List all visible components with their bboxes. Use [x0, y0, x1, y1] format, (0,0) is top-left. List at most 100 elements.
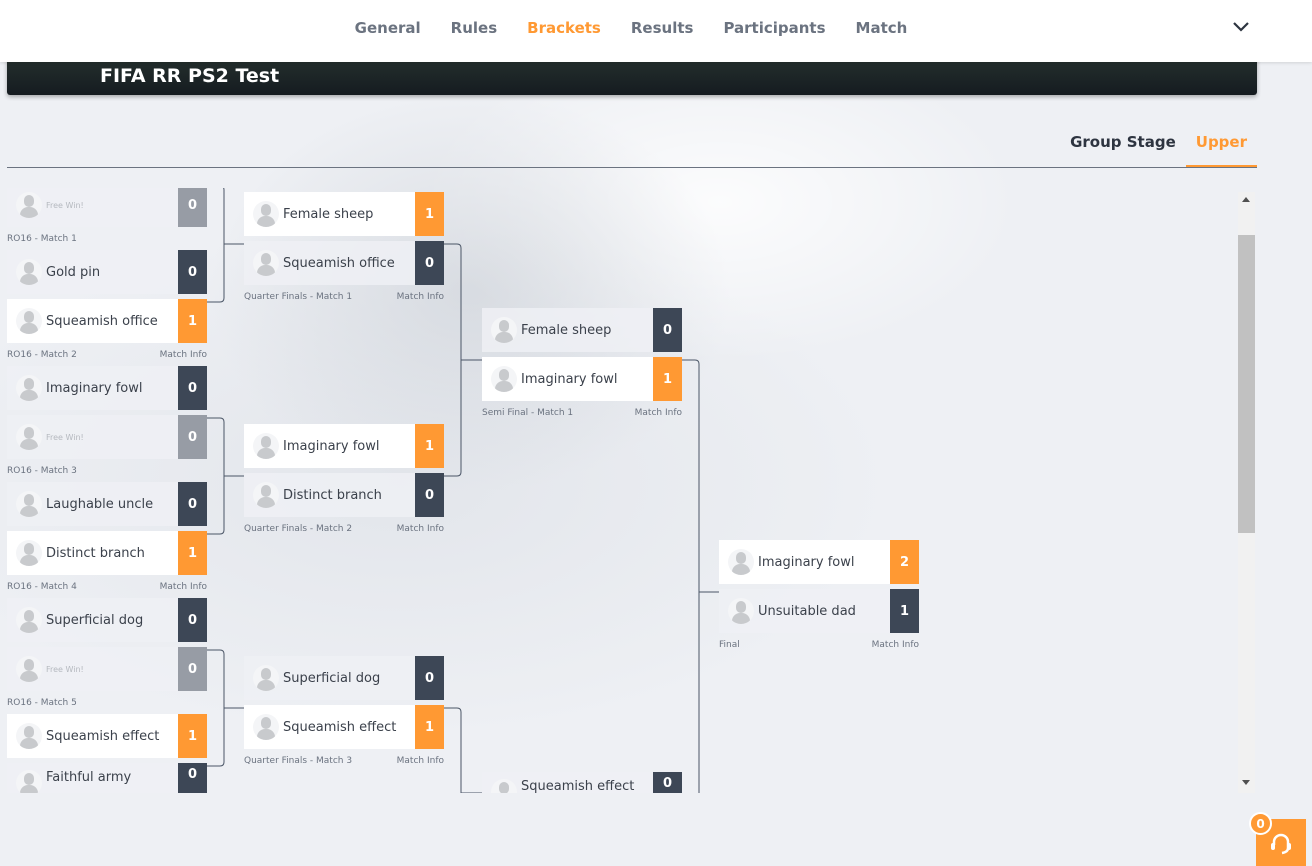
nav-participants[interactable]: Participants — [723, 19, 826, 37]
connector-line — [682, 359, 719, 793]
avatar-icon — [16, 770, 42, 793]
match-info-link[interactable]: Match Info — [396, 756, 444, 766]
scrollbar[interactable] — [1238, 192, 1255, 793]
match-info-link[interactable]: Match Info — [871, 640, 919, 650]
avatar-icon — [16, 192, 42, 218]
participant-name: Female sheep — [521, 322, 612, 338]
score: 0 — [178, 250, 207, 294]
participant-name: Imaginary fowl — [521, 371, 618, 387]
participant-name: Free Win! — [46, 432, 84, 442]
participant-row[interactable]: Female sheep 0 — [482, 308, 682, 352]
match-info-link[interactable]: Match Info — [634, 408, 682, 418]
connector-line — [207, 649, 244, 767]
match-name: RO16 - Match 2 — [7, 350, 77, 360]
tab-group-stage[interactable]: Group Stage — [1070, 133, 1176, 151]
participant-row[interactable]: Free Win!0 — [7, 415, 207, 459]
match-name: Final — [719, 640, 740, 650]
avatar-icon — [491, 779, 517, 793]
avatar-icon — [16, 424, 42, 450]
background-image — [0, 62, 1312, 802]
support-button[interactable] — [1256, 819, 1306, 866]
score: 0 — [178, 763, 207, 793]
event-title: FIFA RR PS2 Test — [100, 65, 280, 87]
match-label: RO16 - Match 1 — [7, 234, 207, 244]
score: 1 — [415, 424, 444, 468]
participant-name: Squeamish office — [46, 313, 158, 329]
match-info-link[interactable]: Match Info — [159, 582, 207, 592]
connector-line — [444, 707, 482, 793]
participant-row[interactable]: Free Win! 0 — [7, 647, 207, 691]
score: 0 — [178, 482, 207, 526]
participant-name: Free Win! — [46, 664, 84, 674]
avatar-icon — [16, 308, 42, 334]
avatar-icon — [728, 598, 754, 624]
nav-match[interactable]: Match — [855, 19, 908, 37]
participant-row[interactable]: Distinct branch 0 — [244, 473, 444, 517]
match-info-link[interactable]: Match Info — [396, 292, 444, 302]
participant-row[interactable]: Laughable uncle 0 — [7, 482, 207, 526]
participant-name: Squeamish office — [283, 255, 395, 271]
scroll-up-arrow-icon[interactable] — [1242, 197, 1250, 202]
participant-name: Distinct branch — [283, 487, 382, 503]
avatar-icon — [16, 259, 42, 285]
score: 0 — [653, 772, 682, 793]
score: 1 — [415, 192, 444, 236]
scrollbar-thumb[interactable] — [1238, 235, 1255, 533]
scroll-down-arrow-icon[interactable] — [1242, 780, 1250, 785]
nav-general[interactable]: General — [354, 19, 421, 37]
nav-results[interactable]: Results — [630, 19, 694, 37]
participant-name: Squeamish effect — [46, 728, 160, 744]
score: 0 — [178, 647, 207, 691]
headset-icon — [1271, 833, 1291, 855]
score: 0 — [178, 598, 207, 642]
match-label: RO16 - Match 5 — [7, 698, 207, 708]
connector-line — [444, 243, 482, 477]
score: 0 — [415, 473, 444, 517]
participant-name: Laughable uncle — [46, 496, 154, 512]
connector-line — [207, 188, 244, 303]
match-label: RO16 - Match 2 Match Info — [7, 350, 207, 360]
avatar-icon — [16, 540, 42, 566]
score: 0 — [653, 308, 682, 352]
score: 1 — [178, 714, 207, 758]
score: 0 — [178, 366, 207, 410]
match-name: Quarter Finals - Match 3 — [244, 756, 353, 766]
tab-upper[interactable]: Upper — [1185, 133, 1257, 167]
match-name: RO16 - Match 1 — [7, 234, 77, 244]
chevron-down-icon[interactable] — [1232, 20, 1250, 34]
avatar-icon — [253, 714, 279, 740]
score: 1 — [890, 589, 919, 633]
avatar-icon — [16, 491, 42, 517]
match-info-link[interactable]: Match Info — [396, 524, 444, 534]
participant-name: Superficial dog — [283, 670, 381, 686]
avatar-icon — [491, 317, 517, 343]
participant-name: Imaginary fowl — [46, 380, 143, 396]
match-info-link[interactable]: Match Info — [159, 350, 207, 360]
participant-row[interactable]: Free Win!0 — [7, 188, 207, 227]
avatar-icon — [16, 723, 42, 749]
match-name: Quarter Finals - Match 1 — [244, 292, 353, 302]
participant-row[interactable]: Imaginary fowl 0 — [7, 366, 207, 410]
divider — [7, 167, 1257, 168]
participant-row[interactable]: Squeamish effect 1 — [7, 714, 207, 758]
nav-brackets[interactable]: Brackets — [527, 19, 601, 37]
participant-name: Distinct branch — [46, 545, 145, 561]
nav-rules[interactable]: Rules — [450, 19, 498, 37]
